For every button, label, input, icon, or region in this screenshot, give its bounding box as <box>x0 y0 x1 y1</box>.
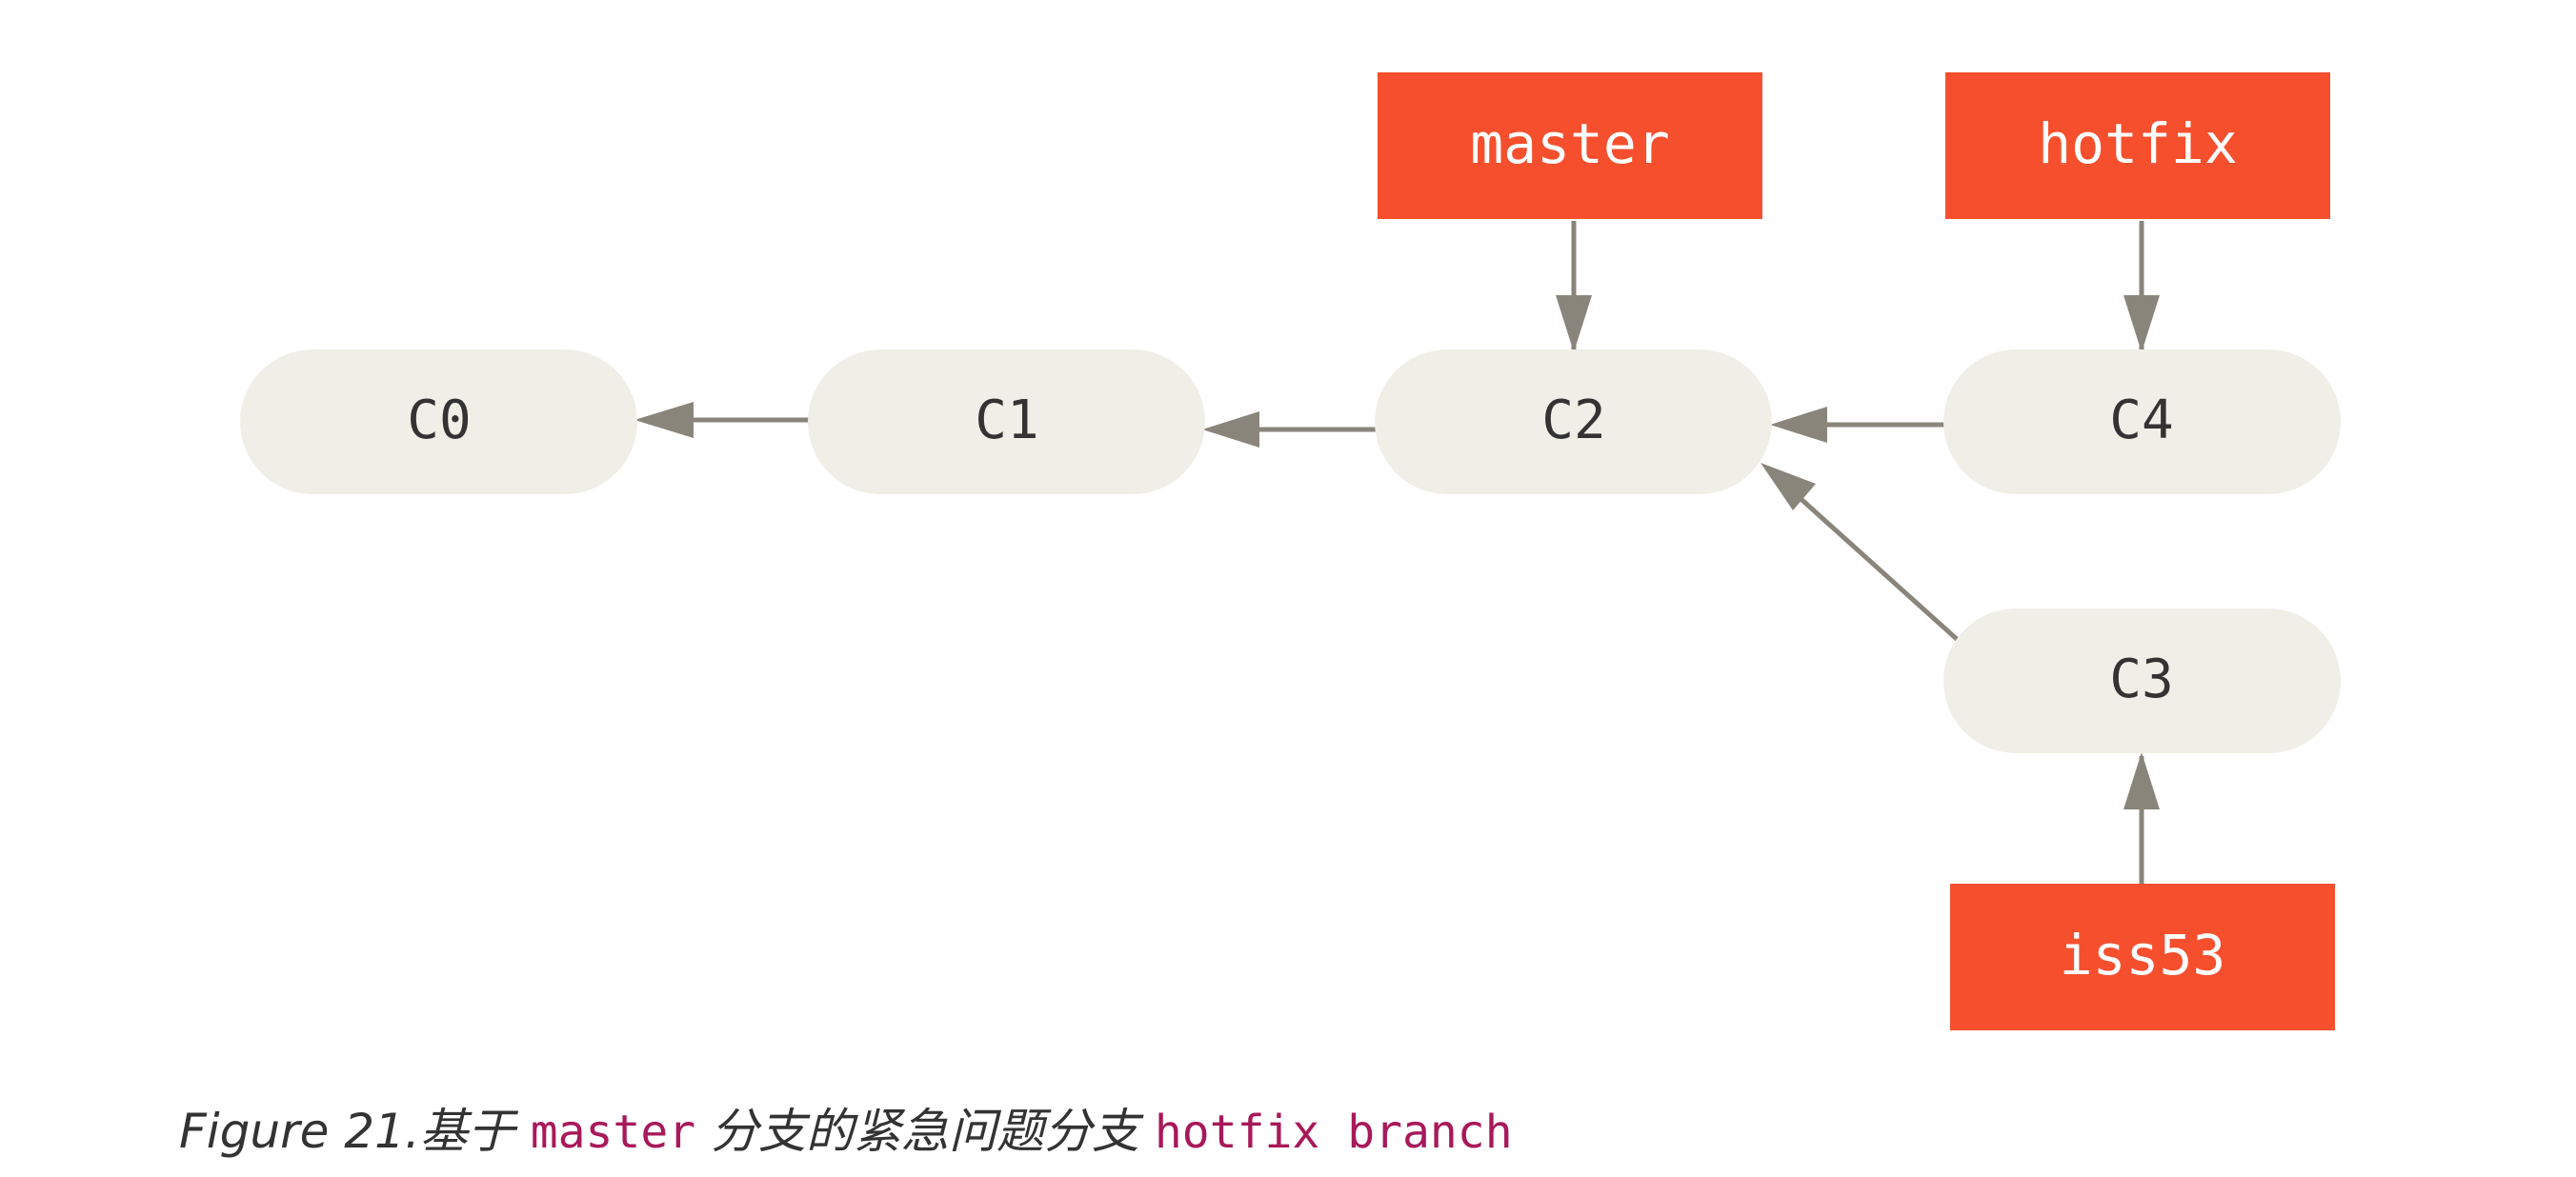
commit-label-c2: C2 <box>1541 389 1605 451</box>
branch-label-master: master <box>1470 111 1670 176</box>
arrowhead-c2-from-c3 <box>1761 463 1816 510</box>
branch-box-hotfix <box>1945 72 2330 219</box>
branch-iss53: iss53 <box>1950 884 2335 1030</box>
commit-c1: C1 <box>808 349 1205 494</box>
caption-text-2: 分支的紧急问题分支 <box>695 1104 1155 1159</box>
commit-node-c3 <box>1943 608 2341 753</box>
commit-c4: C4 <box>1943 349 2341 494</box>
caption-code-master: master <box>530 1106 696 1159</box>
branch-label-iss53: iss53 <box>2060 923 2226 987</box>
arrowhead-c0 <box>634 402 694 438</box>
arrowhead-c2-from-c4 <box>1770 407 1827 443</box>
arrowhead-master <box>1556 295 1592 352</box>
caption-text-1: 基于 <box>419 1104 531 1159</box>
branch-hotfix: hotfix <box>1945 72 2330 219</box>
commit-node-c1 <box>808 349 1205 494</box>
commit-label-c3: C3 <box>2109 648 2173 710</box>
commit-c3: C3 <box>1943 608 2341 753</box>
branch-label-hotfix: hotfix <box>2038 111 2238 176</box>
commit-label-c1: C1 <box>975 389 1038 451</box>
caption-figure-number: Figure 21. <box>179 1104 420 1159</box>
commit-node-c4 <box>1943 349 2341 494</box>
commit-label-c0: C0 <box>407 389 471 451</box>
branch-master: master <box>1378 72 1762 219</box>
arrowhead-hotfix <box>2123 295 2160 352</box>
branch-box-iss53 <box>1950 884 2335 1030</box>
edges <box>643 221 2144 884</box>
figure-caption: Figure 21.基于 master 分支的紧急问题分支 hotfix bra… <box>179 1093 1513 1170</box>
caption-code-hotfix: hotfix branch <box>1154 1106 1513 1159</box>
commit-node-c0 <box>240 349 637 494</box>
commit-c0: C0 <box>240 349 637 494</box>
arrowhead-c1 <box>1202 411 1259 448</box>
arrowheads <box>634 295 2160 809</box>
branch-box-master <box>1378 72 1762 219</box>
arrowhead-iss53 <box>2123 752 2160 809</box>
commit-label-c4: C4 <box>2109 389 2173 451</box>
commit-c2: C2 <box>1375 349 1772 494</box>
commit-node-c2 <box>1375 349 1772 494</box>
